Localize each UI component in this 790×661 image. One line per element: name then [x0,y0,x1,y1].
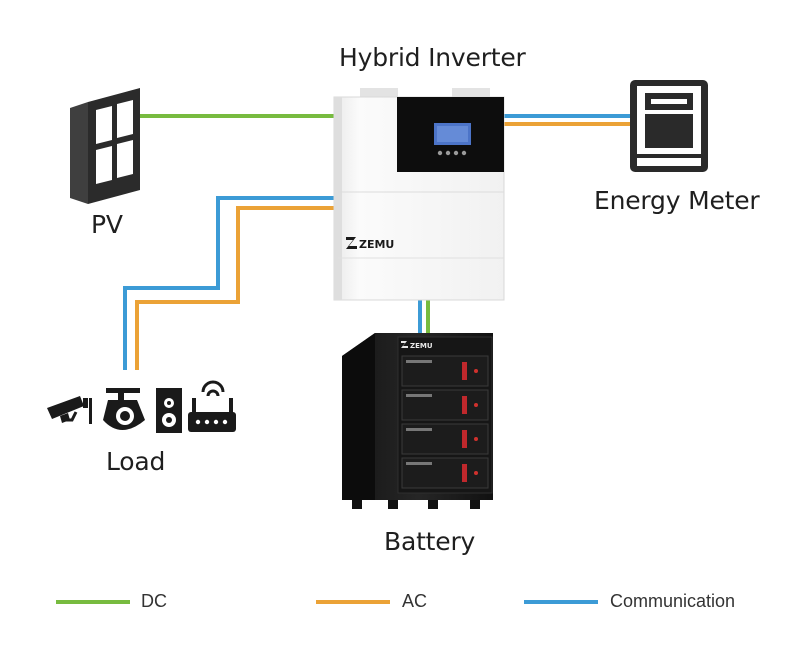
energy-meter-icon [630,80,708,172]
battery-module-handle [462,396,467,414]
legend-dc-label: DC [141,591,167,611]
battery-module-label-plate [406,394,432,397]
battery-module-handle [462,464,467,482]
cctv-camera-icon [47,396,92,424]
inverter-brand: ZEMU [359,238,394,251]
hybrid-inverter: ZEMU [333,88,505,301]
inverter-button[interactable] [453,150,459,156]
wires [123,114,630,370]
ptz-camera-icon [103,388,145,430]
legend-dc-swatch [56,600,130,604]
battery-module-indicator [474,471,478,475]
battery-cabinet: ZEMU [342,333,493,509]
zemu-logo-icon [401,341,408,348]
inverter-button[interactable] [445,150,451,156]
battery-brand: ZEMU [410,342,433,350]
battery-module-label-plate [406,360,432,363]
battery-module-label-plate [406,428,432,431]
inverter-button[interactable] [437,150,443,156]
wifi-router-icon [188,380,236,432]
energy-meter-label: Energy Meter [594,186,760,215]
zemu-logo-icon [346,237,357,249]
inverter-button[interactable] [461,150,467,156]
battery-module-handle [462,362,467,380]
battery-module-indicator [474,369,478,373]
battery-label: Battery [384,527,476,556]
legend-communication-swatch [524,600,598,604]
legend-ac-label: AC [402,591,428,611]
load-label: Load [106,447,166,476]
legend-communication-label: Communication [610,591,736,611]
battery-modules [401,355,489,489]
battery-module-indicator [474,403,478,407]
battery-module-label-plate [406,462,432,465]
speaker-icon [156,388,182,433]
inverter-label: Hybrid Inverter [339,43,526,72]
legend-ac-swatch [316,600,390,604]
pv-label: PV [91,210,123,239]
load-icons [47,380,236,433]
load-communication-wire [123,196,334,370]
battery-module-handle [462,430,467,448]
solar-panel-icon [70,88,140,204]
load-ac-wire [135,206,334,370]
battery-module-indicator [474,437,478,441]
battery-module [401,389,489,421]
